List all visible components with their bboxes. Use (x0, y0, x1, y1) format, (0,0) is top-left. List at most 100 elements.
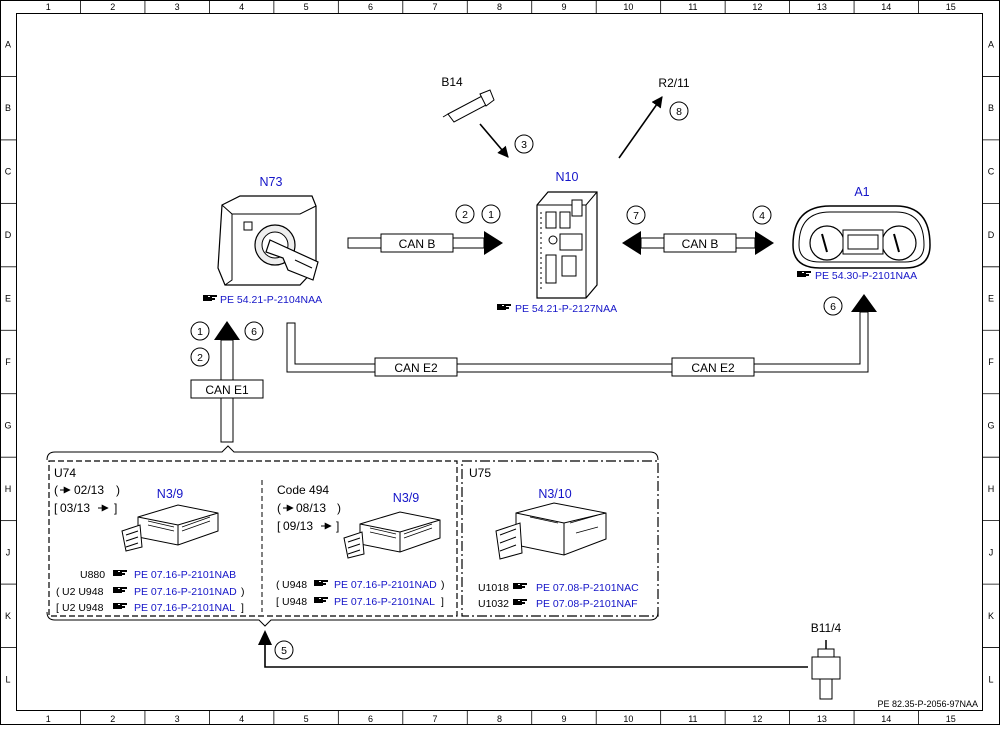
pointing-hand-icon (797, 271, 811, 277)
svg-text:U880: U880 (80, 569, 105, 581)
row-letter: A (988, 40, 994, 50)
svg-text:8: 8 (676, 106, 682, 118)
column-number: 7 (433, 714, 438, 724)
svg-text:U1032: U1032 (478, 598, 509, 610)
doc-reference: PE 82.35-P-2056-97NAA (877, 699, 978, 709)
u74-ref-link[interactable]: PE 07.16-P-2101NAD (134, 586, 237, 598)
row-letter: F (988, 357, 994, 367)
u74-ecu-label: N3/9 (157, 487, 183, 501)
step-badge: 6 (244, 321, 264, 341)
row-letter: J (989, 547, 994, 557)
r2-11-label: R2/11 (658, 76, 689, 90)
svg-text:]: ] (441, 596, 444, 608)
code494-ecu-label: N3/9 (393, 491, 419, 505)
pointing-hand-icon (497, 304, 511, 310)
svg-text:]: ] (336, 519, 339, 533)
pointing-hand-icon (113, 603, 127, 609)
svg-text:U1018: U1018 (478, 582, 509, 594)
step-badge: 2 (455, 204, 475, 224)
svg-text:U948: U948 (282, 596, 307, 608)
svg-text:1: 1 (197, 326, 203, 338)
n73-ignition-switch-icon (217, 195, 319, 286)
can-e1-bus (190, 321, 264, 443)
u74-close-paren: ) (116, 483, 120, 497)
step-badge: 8 (669, 101, 689, 121)
svg-text:(: ( (277, 501, 281, 515)
step-badge: 1 (481, 204, 501, 224)
u74-title: U74 (54, 466, 76, 480)
u74-ref-link[interactable]: PE 07.16-P-2101NAB (134, 569, 236, 581)
pointing-hand-icon (513, 583, 527, 589)
column-number: 8 (497, 714, 502, 724)
svg-text:U2 U948: U2 U948 (62, 586, 104, 598)
column-number: 8 (497, 2, 502, 12)
svg-text:): ) (337, 501, 341, 515)
n10-sam-control-unit-icon (536, 191, 598, 299)
n10-reference-link[interactable]: PE 54.21-P-2127NAA (515, 303, 617, 315)
u75-title: U75 (469, 466, 491, 480)
column-number: 1 (46, 714, 51, 724)
svg-text:6: 6 (251, 326, 257, 338)
can-b-left-label: CAN B (399, 237, 436, 251)
column-number: 5 (304, 2, 309, 12)
u75-ecu-label: N3/10 (538, 487, 571, 501)
row-letter: F (5, 357, 11, 367)
code494-ref-link[interactable]: PE 07.16-P-2101NAD (334, 579, 437, 591)
column-number: 10 (623, 714, 633, 724)
b14-label: B14 (441, 75, 463, 89)
u75-ref-link[interactable]: PE 07.08-P-2101NAF (536, 598, 638, 610)
svg-text:3: 3 (521, 139, 527, 151)
svg-text:7: 7 (633, 210, 639, 222)
a1-instrument-cluster-icon (792, 205, 931, 269)
can-b-right-label: CAN B (682, 237, 719, 251)
column-number: 6 (368, 2, 373, 12)
u75-ref-link[interactable]: PE 07.08-P-2101NAC (536, 582, 639, 594)
code494-ref-link[interactable]: PE 07.16-P-2101NAL (334, 596, 435, 608)
column-number: 12 (752, 714, 762, 724)
n73-reference-link[interactable]: PE 54.21-P-2104NAA (220, 294, 322, 306)
step-badge: 2 (190, 347, 210, 367)
row-letter: C (5, 167, 12, 177)
b11-4-label: B11/4 (811, 621, 842, 635)
column-number: 11 (688, 714, 697, 724)
n10-label: N10 (556, 170, 579, 184)
row-letter: L (5, 674, 10, 684)
column-number: 11 (688, 2, 697, 12)
svg-text:6: 6 (830, 301, 836, 313)
svg-text:]: ] (241, 602, 244, 614)
code494-date-from: 08/13 (296, 501, 326, 515)
svg-text:U948: U948 (282, 579, 307, 591)
can-e2-left-label: CAN E2 (394, 361, 438, 375)
row-letter: E (5, 294, 11, 304)
u74-engine-ecu-icon (121, 504, 219, 552)
column-number: 4 (239, 2, 244, 12)
u74-ref-rows: U880 PE 07.16-P-2101NAB ( U2 U948 PE 07.… (56, 569, 245, 614)
step-badge: 7 (626, 205, 646, 225)
column-number: 3 (175, 2, 180, 12)
u74-open-bracket: [ (54, 501, 58, 515)
svg-text:2: 2 (197, 352, 203, 364)
can-e2-bus (286, 294, 877, 377)
u74-open-paren: ( (54, 483, 58, 497)
row-letter: K (988, 611, 994, 621)
svg-text:[: [ (277, 519, 281, 533)
r2-11-signal-arrow (618, 96, 663, 159)
u74-ref-link[interactable]: PE 07.16-P-2101NAL (134, 602, 235, 614)
can-e2-right-label: CAN E2 (691, 361, 735, 375)
svg-text:[: [ (56, 602, 59, 614)
column-number: 15 (946, 714, 956, 724)
row-letter: B (5, 103, 11, 113)
a1-label: A1 (854, 185, 869, 199)
a1-reference-link[interactable]: PE 54.30-P-2101NAA (815, 270, 917, 282)
row-letter: G (987, 420, 994, 430)
column-number: 9 (561, 714, 566, 724)
row-letter: G (4, 420, 11, 430)
column-number: 3 (175, 714, 180, 724)
column-number: 7 (433, 2, 438, 12)
column-number: 14 (881, 714, 891, 724)
can-b-left-bus (347, 231, 503, 255)
column-number: 1 (46, 2, 51, 12)
b11-4-coolant-sensor-icon (811, 640, 841, 700)
